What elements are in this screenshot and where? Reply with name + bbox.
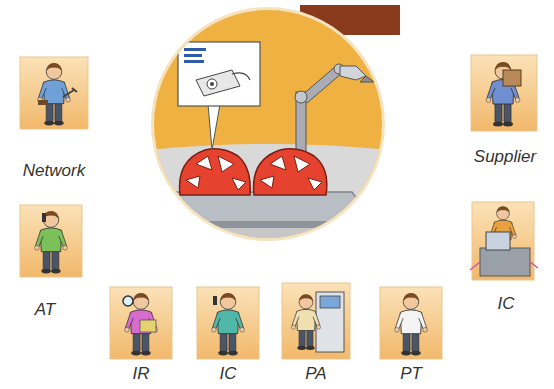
person-icon-node: PA [279, 283, 353, 384]
at-person [20, 205, 82, 277]
person-icon-node: Supplier [469, 55, 541, 167]
car-part [218, 156, 234, 172]
device-callout-part [184, 48, 206, 51]
tool [63, 88, 77, 97]
desk [480, 248, 530, 276]
machine [316, 292, 344, 352]
icon-label: PA [279, 364, 353, 384]
screen [320, 296, 340, 308]
parcel [503, 70, 521, 86]
icon-tile [471, 55, 537, 131]
car [254, 149, 327, 195]
car-part [232, 178, 246, 190]
supplier-person [471, 55, 537, 131]
car [180, 149, 251, 195]
person [212, 293, 245, 356]
conveyor [160, 192, 374, 222]
icon-label: AT [11, 300, 79, 320]
scene-sky [150, 5, 390, 245]
icon-label: PT [377, 364, 445, 384]
network-person [20, 57, 88, 129]
icon-label: IC [194, 364, 262, 384]
pa-person [282, 283, 350, 359]
device-callout-part [178, 42, 260, 106]
device-callout-part [210, 82, 214, 86]
car-part [180, 149, 251, 195]
icon-tile [20, 57, 88, 129]
icon-tile [472, 202, 534, 280]
person-icon-node: AT [11, 205, 79, 320]
icon-tile [20, 205, 82, 277]
phone [42, 213, 46, 222]
icon-label: IC [472, 294, 540, 314]
scene-inner [150, 5, 390, 245]
icon-label: IR [107, 364, 175, 384]
icon-tile [110, 287, 172, 359]
car-part [260, 176, 274, 188]
device-callout-part [184, 60, 204, 63]
robot-arm-part [360, 76, 374, 82]
icon-tile [197, 287, 259, 359]
car-part [294, 156, 310, 172]
person [38, 63, 71, 126]
person [395, 293, 428, 356]
device-callout-part [232, 73, 250, 80]
person [35, 211, 68, 274]
car-part [254, 149, 327, 195]
device-callout-part [207, 79, 217, 89]
person-icon-node: PT [377, 287, 445, 384]
ic-person [197, 287, 259, 359]
person-icon-node: IC [472, 202, 540, 314]
car-part [196, 156, 212, 170]
person-icon-node: IR [107, 287, 175, 384]
robot-arm-part [340, 66, 366, 80]
conveyor-edge [160, 222, 374, 228]
pt-person [380, 287, 442, 359]
scene [150, 5, 400, 245]
icon-label: Supplier [469, 147, 541, 167]
scene-floor [150, 144, 390, 245]
icon-tile [282, 283, 350, 359]
icon-label: Network [17, 161, 91, 181]
ir-person [110, 287, 172, 359]
car-part [186, 176, 200, 188]
person-icon-node: IC [194, 287, 262, 384]
device-callout [178, 42, 260, 150]
car-part [270, 156, 286, 170]
phone [213, 296, 217, 305]
bag [140, 320, 156, 332]
computer [486, 232, 510, 250]
person [291, 294, 320, 350]
ic-person-desk [470, 202, 538, 280]
robot-arm-part [295, 91, 307, 103]
device-callout-part [184, 54, 202, 57]
device-callout-part [208, 104, 220, 150]
person-icon-node: Network [17, 57, 91, 181]
magnifier [123, 296, 133, 306]
car-part [308, 178, 322, 190]
icon-tile [380, 287, 442, 359]
tool-belt [38, 100, 48, 105]
cable [470, 262, 538, 270]
